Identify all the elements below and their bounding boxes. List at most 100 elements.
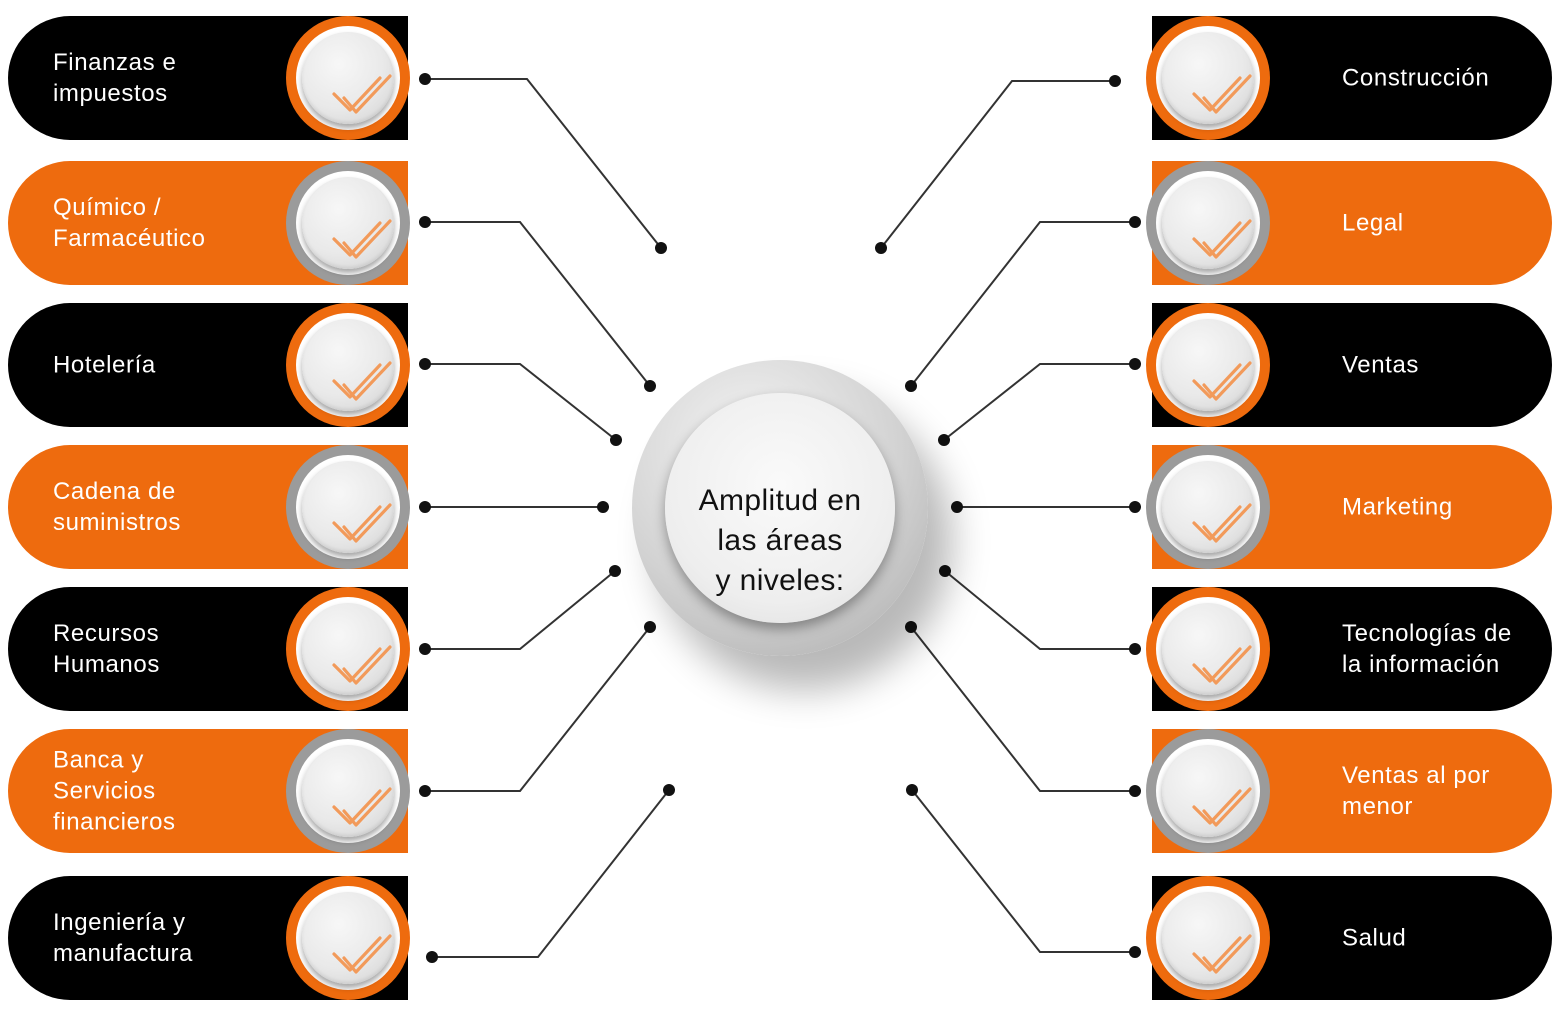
right-item-badge [1146, 445, 1270, 569]
badge-button [302, 745, 394, 837]
connector-dot [663, 784, 675, 796]
connector-dot [951, 501, 963, 513]
connector-dot [1129, 785, 1141, 797]
right-item-3: Ventas [1146, 303, 1552, 427]
left-item-badge [286, 587, 410, 711]
left-connector-6 [425, 626, 651, 792]
right-item-badge [1146, 587, 1270, 711]
left-item-badge [286, 445, 410, 569]
left-connector-3 [425, 363, 617, 441]
right-item-badge [1146, 876, 1270, 1000]
right-connector-5 [944, 570, 1135, 650]
badge-button [1162, 461, 1254, 553]
left-connector-7 [432, 789, 670, 958]
left-item-badge [286, 876, 410, 1000]
right-connector-2 [910, 221, 1135, 387]
central-hub-inner: Amplitud en las áreas y niveles: [665, 393, 895, 623]
left-item-badge [286, 729, 410, 853]
right-item-label: Legal [1342, 209, 1404, 237]
connector-dot [905, 621, 917, 633]
connector-dot [655, 242, 667, 254]
left-item-label: Hotelería [53, 351, 156, 379]
badge-button [1162, 177, 1254, 269]
badge-button [1162, 32, 1254, 124]
connector-dot [1129, 946, 1141, 958]
left-connector-2 [425, 221, 651, 387]
right-item-label: Marketing [1342, 493, 1453, 521]
connector-dot [1129, 643, 1141, 655]
left-item-label: Químico / Farmacéutico [53, 194, 206, 252]
right-item-badge [1146, 303, 1270, 427]
left-item-label: Recursos Humanos [53, 620, 160, 678]
connector-dot [609, 565, 621, 577]
right-item-2: Legal [1146, 161, 1552, 285]
right-connector-3 [943, 363, 1135, 441]
left-item-2: Químico / Farmacéutico [8, 161, 410, 285]
connector-dot [610, 434, 622, 446]
connector-dot [419, 501, 431, 513]
badge-button [302, 603, 394, 695]
left-item-label: Cadena de suministros [53, 478, 181, 536]
right-item-label: Salud [1342, 924, 1407, 952]
left-connector-5 [425, 570, 616, 650]
connector-dot [419, 358, 431, 370]
connector-dot [419, 643, 431, 655]
central-hub: Amplitud en las áreas y niveles: [632, 360, 928, 656]
right-connector-7 [911, 789, 1135, 953]
right-item-1: Construcción [1146, 16, 1552, 140]
right-item-7: Salud [1146, 876, 1552, 1000]
left-item-4: Cadena de suministros [8, 445, 410, 569]
right-item-5: Tecnologías de la información [1146, 587, 1552, 711]
connector-dot [419, 73, 431, 85]
connector-dot [419, 785, 431, 797]
badge-button [302, 461, 394, 553]
left-item-label: Finanzas e impuestos [53, 49, 177, 107]
connector-dot [938, 434, 950, 446]
right-item-badge [1146, 16, 1270, 140]
connector-dot [1129, 358, 1141, 370]
left-item-1: Finanzas e impuestos [8, 16, 410, 140]
left-item-badge [286, 16, 410, 140]
left-item-6: Banca y Servicios financieros [8, 729, 410, 853]
right-item-label: Ventas al por menor [1342, 762, 1490, 820]
left-item-label: Banca y Servicios financieros [53, 746, 176, 836]
badge-button [1162, 603, 1254, 695]
badge-button [302, 177, 394, 269]
left-item-badge [286, 161, 410, 285]
left-item-3: Hotelería [8, 303, 410, 427]
connector-dot [875, 242, 887, 254]
connector-dot [644, 380, 656, 392]
right-item-label: Construcción [1342, 64, 1490, 92]
left-item-5: Recursos Humanos [8, 587, 410, 711]
left-item-7: Ingeniería y manufactura [8, 876, 410, 1000]
connector-dot [905, 380, 917, 392]
badge-button [302, 319, 394, 411]
left-connector-1 [425, 78, 662, 249]
connector-dot [1129, 216, 1141, 228]
connector-dot [597, 501, 609, 513]
central-hub-label: Amplitud en las áreas y niveles: [698, 484, 862, 597]
right-connector-1 [880, 80, 1115, 249]
connector-dot [419, 216, 431, 228]
left-item-label: Ingeniería y manufactura [53, 909, 194, 967]
right-item-badge [1146, 729, 1270, 853]
connector-dot [939, 565, 951, 577]
badge-button [1162, 892, 1254, 984]
right-item-4: Marketing [1146, 445, 1552, 569]
right-item-label: Ventas [1342, 351, 1419, 379]
badge-button [302, 892, 394, 984]
left-item-badge [286, 303, 410, 427]
right-item-badge [1146, 161, 1270, 285]
connector-dot [1129, 501, 1141, 513]
connector-dot [906, 784, 918, 796]
right-item-6: Ventas al por menor [1146, 729, 1552, 853]
right-connector-6 [910, 626, 1135, 792]
right-item-label: Tecnologías de la información [1342, 620, 1512, 678]
badge-button [1162, 319, 1254, 411]
badge-button [302, 32, 394, 124]
connector-dot [644, 621, 656, 633]
badge-button [1162, 745, 1254, 837]
connector-dot [426, 951, 438, 963]
connector-dot [1109, 75, 1121, 87]
